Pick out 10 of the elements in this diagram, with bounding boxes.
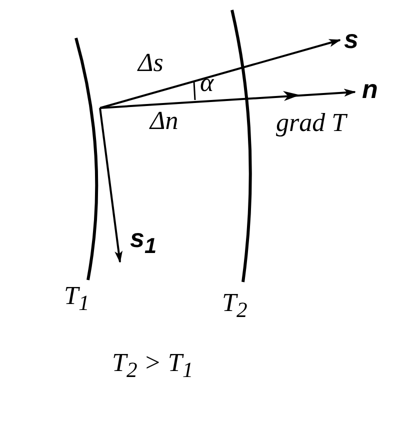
- vector-label: n: [362, 76, 378, 102]
- inequality-label: T$_{2}$ > T$_{1}$: [112, 350, 194, 382]
- isotherm-label: T$_{2}$: [222, 290, 248, 322]
- isotherm-label: T$_{1}$: [64, 283, 90, 315]
- vector-label: grad T: [276, 110, 346, 136]
- vector-label: s$_{1}$: [130, 225, 157, 257]
- segment-label: Δs: [138, 50, 164, 76]
- vector-label: s: [344, 26, 358, 52]
- segment-label: Δn: [150, 108, 178, 134]
- angle-label: α: [200, 70, 214, 96]
